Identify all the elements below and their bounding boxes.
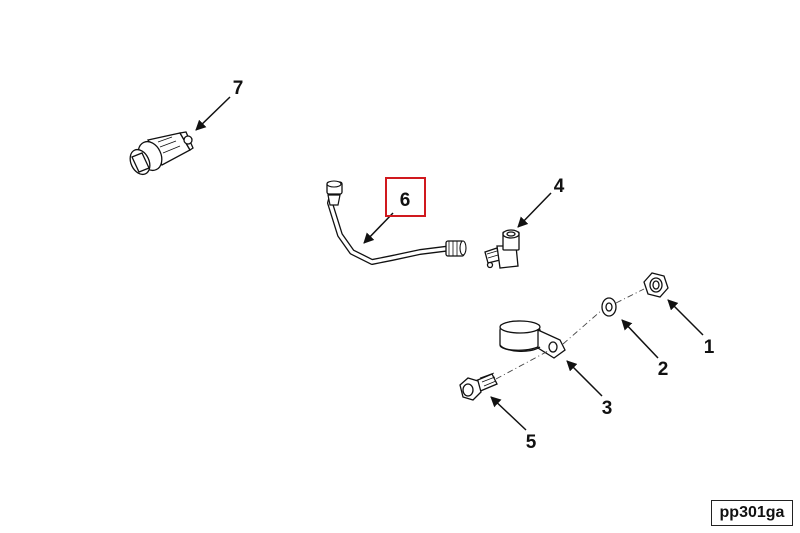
leader-lines xyxy=(195,96,704,431)
leader-1 xyxy=(667,299,704,336)
part-3-clamp[interactable] xyxy=(499,320,566,359)
part-5-bolt[interactable] xyxy=(459,372,498,401)
leader-6 xyxy=(363,212,394,244)
leader-5 xyxy=(490,396,527,431)
callout-5[interactable]: 5 xyxy=(526,432,537,453)
part-7-sensor[interactable] xyxy=(126,131,194,178)
part-6-fuel-line[interactable] xyxy=(326,180,467,265)
part-1-nut[interactable] xyxy=(643,272,669,298)
part-4-elbow-fitting[interactable] xyxy=(484,229,520,269)
alignment-lines xyxy=(495,288,645,380)
leader-4 xyxy=(517,192,552,228)
part-2-washer[interactable] xyxy=(601,297,617,317)
callout-1[interactable]: 1 xyxy=(704,337,715,358)
callout-4[interactable]: 4 xyxy=(554,176,565,197)
leader-7 xyxy=(195,96,231,131)
callout-3[interactable]: 3 xyxy=(602,398,613,419)
leader-3 xyxy=(566,360,603,397)
callout-6-highlight-box xyxy=(385,177,426,217)
callout-6[interactable]: 6 xyxy=(400,190,411,211)
leader-2 xyxy=(621,319,659,359)
callout-2[interactable]: 2 xyxy=(658,359,669,380)
figure-reference-code: pp301ga xyxy=(711,500,793,526)
callout-7[interactable]: 7 xyxy=(233,78,244,99)
